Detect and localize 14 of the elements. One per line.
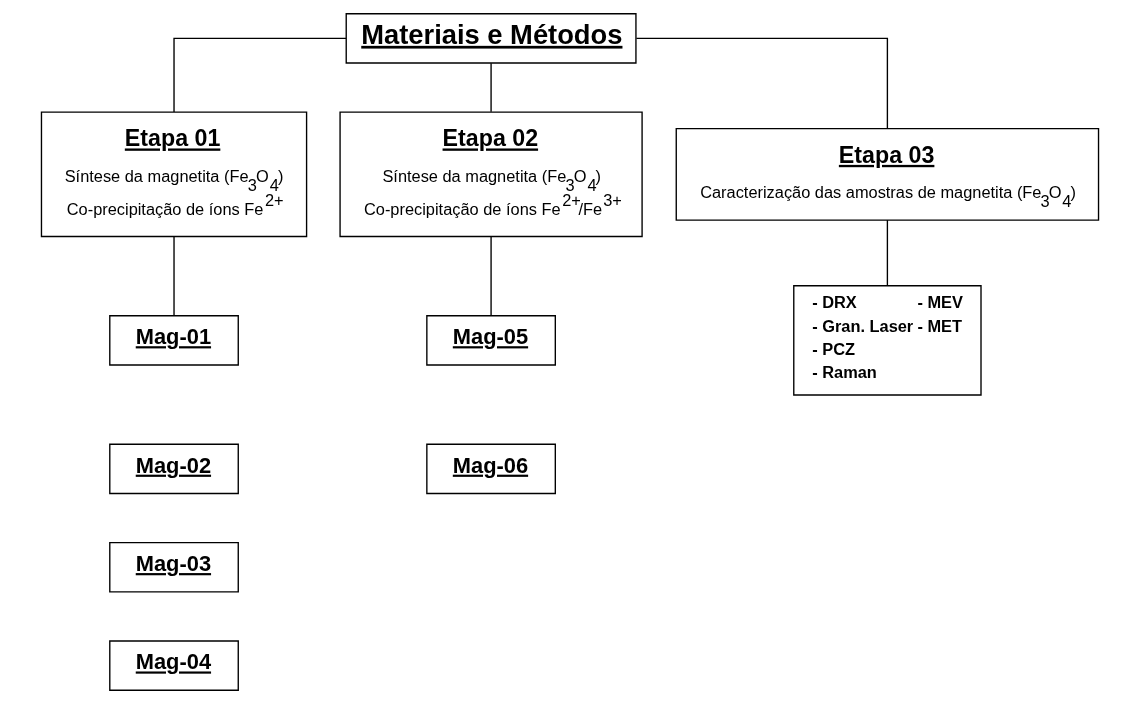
connector (173, 37, 347, 113)
node-box: - DRX - MEV - Gran. Laser - MET - PCZ - Raman (793, 285, 982, 396)
connector (490, 235, 492, 317)
node-box: Mag-04 (109, 640, 239, 691)
node-box: Mag-01 (109, 315, 239, 366)
node-box: Materiais e Métodos (345, 13, 637, 64)
node-box: Mag-05 (426, 315, 556, 366)
connector (173, 235, 175, 317)
connector (490, 62, 492, 113)
node-box: Mag-02 (109, 443, 239, 495)
connector (635, 37, 889, 129)
node-box: Mag-06 (426, 443, 556, 495)
node-box: Mag-03 (109, 541, 239, 593)
connector (886, 219, 889, 286)
